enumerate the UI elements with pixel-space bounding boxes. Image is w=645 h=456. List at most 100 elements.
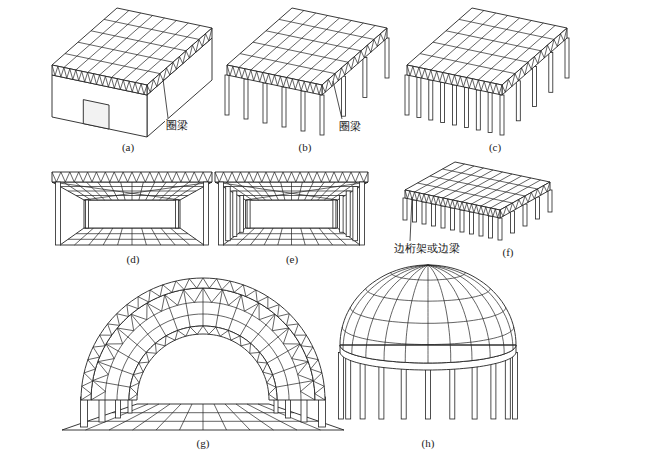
truss-line [203, 172, 208, 182]
truss-line [228, 172, 232, 182]
truss-line [311, 360, 319, 369]
truss-line [301, 81, 304, 90]
truss-line [82, 71, 85, 82]
truss-line [186, 51, 189, 58]
figure-d [52, 172, 212, 245]
truss-line [185, 172, 190, 182]
truss-line [525, 62, 528, 75]
truss-line [246, 290, 256, 296]
truss-line [117, 314, 120, 326]
truss-line [160, 285, 163, 297]
truss-line [407, 191, 409, 199]
truss-line [108, 324, 112, 335]
truss-line [458, 76, 461, 85]
truss-line [58, 66, 61, 77]
truss-line [453, 200, 455, 209]
column [346, 358, 351, 419]
truss-line [307, 83, 310, 92]
truss-line [147, 303, 162, 311]
truss-line [528, 193, 531, 203]
truss-line [301, 381, 314, 392]
column [479, 214, 483, 236]
truss-line [269, 394, 277, 400]
truss-line [216, 290, 223, 327]
truss-line [348, 62, 351, 69]
truss-line [172, 281, 176, 292]
truss-line [267, 297, 268, 309]
truss-line [300, 172, 304, 182]
truss-line [175, 331, 178, 341]
truss-line [342, 68, 345, 75]
column [498, 218, 502, 240]
column [240, 196, 244, 233]
truss-line [452, 75, 455, 84]
truss-line [292, 359, 308, 362]
truss-line [117, 79, 120, 90]
truss-line [455, 75, 458, 86]
truss-line [176, 281, 184, 290]
truss-line [84, 182, 212, 200]
edge-truss [52, 172, 212, 182]
column [413, 200, 417, 222]
truss-line [313, 373, 322, 381]
truss-line [405, 190, 407, 199]
truss-line [88, 172, 92, 182]
truss-line [310, 83, 313, 94]
truss-line [316, 84, 319, 95]
truss-line [251, 70, 254, 81]
truss-line [257, 362, 267, 364]
truss-line [64, 11, 129, 68]
truss-line [173, 62, 176, 69]
truss-line [475, 80, 478, 89]
truss-line [262, 172, 266, 182]
truss-line [87, 421, 319, 422]
truss-line [93, 381, 106, 392]
edge-truss [502, 28, 567, 95]
column [86, 200, 89, 228]
column [338, 353, 343, 419]
truss-line [326, 172, 330, 182]
truss-line [287, 314, 290, 326]
truss-line [416, 68, 419, 77]
truss-line [487, 83, 490, 92]
truss-line [462, 202, 464, 211]
truss-line [464, 203, 466, 211]
truss-line [301, 335, 306, 346]
truss-line [256, 290, 257, 302]
truss-line [227, 65, 230, 76]
truss-line [335, 74, 338, 81]
truss-line [263, 363, 267, 372]
dome-parallel [350, 307, 505, 323]
truss-line [381, 34, 384, 41]
truss-line [166, 336, 175, 340]
truss-line [243, 285, 246, 297]
truss-line [240, 336, 242, 346]
truss-line [244, 303, 259, 311]
truss-line [259, 303, 260, 320]
truss-line [283, 328, 289, 344]
truss-line [199, 39, 202, 46]
truss-line [88, 16, 153, 73]
truss-line [111, 78, 114, 89]
column [363, 57, 367, 97]
truss-line [313, 381, 324, 386]
truss-line [374, 39, 377, 46]
truss-line [147, 85, 150, 92]
truss-line [535, 57, 538, 64]
truss-line [332, 74, 335, 87]
truss-line [317, 172, 321, 182]
truss-line [52, 172, 56, 182]
truss-line [513, 203, 516, 209]
truss-line [283, 172, 287, 182]
truss-line [253, 172, 257, 182]
column [565, 38, 569, 78]
truss-line [91, 74, 94, 83]
truss-line [157, 74, 160, 87]
leader-line [163, 79, 168, 118]
truss-line [248, 70, 251, 79]
truss-line [145, 172, 150, 182]
truss-line [441, 198, 443, 206]
column [450, 367, 455, 419]
truss-line [134, 375, 140, 383]
truss-line [279, 19, 374, 39]
